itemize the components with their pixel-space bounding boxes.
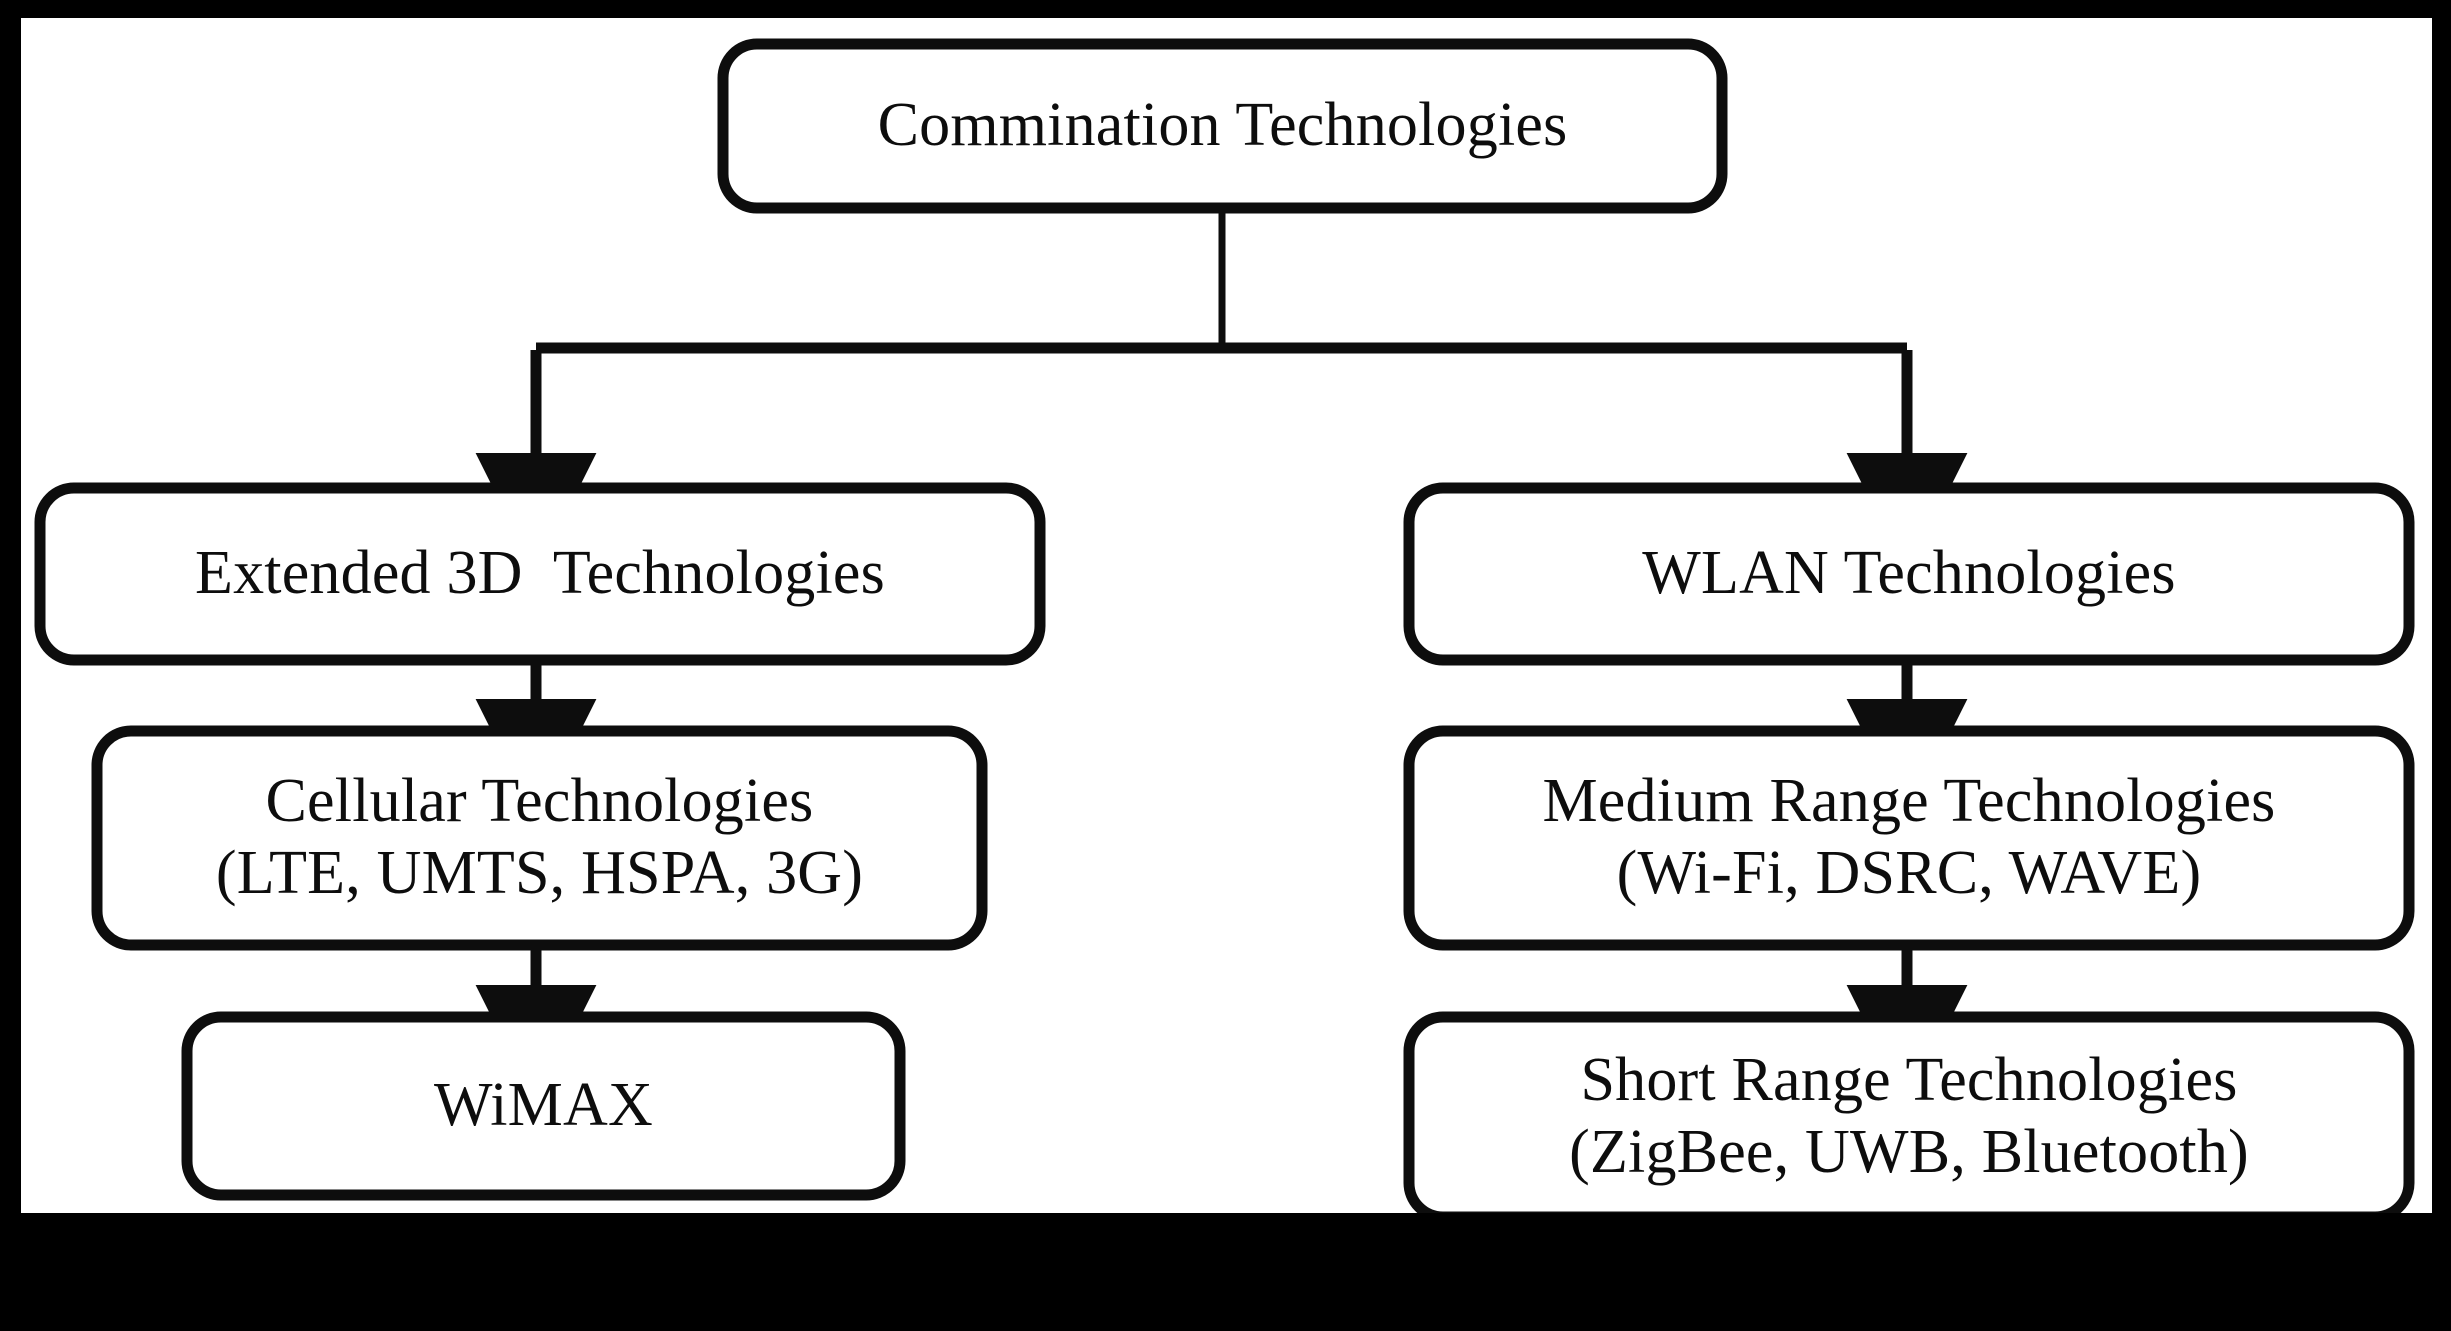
node-box-wlan[interactable]: [1403, 482, 2415, 666]
node-box-root[interactable]: [717, 38, 1728, 214]
edge-root-to-split: [536, 208, 1907, 354]
node-box-wimax[interactable]: [181, 1011, 906, 1201]
node-box-short-range[interactable]: [1403, 1011, 2415, 1213]
flowchart-connectors-and-boxes: [34, 38, 2415, 1213]
diagram-canvas: Commination Technologies Extended 3D Tec…: [21, 18, 2432, 1213]
node-box-medium-range[interactable]: [1403, 725, 2415, 951]
node-box-extended-3d[interactable]: [34, 482, 1046, 666]
node-box-cellular[interactable]: [91, 725, 988, 951]
